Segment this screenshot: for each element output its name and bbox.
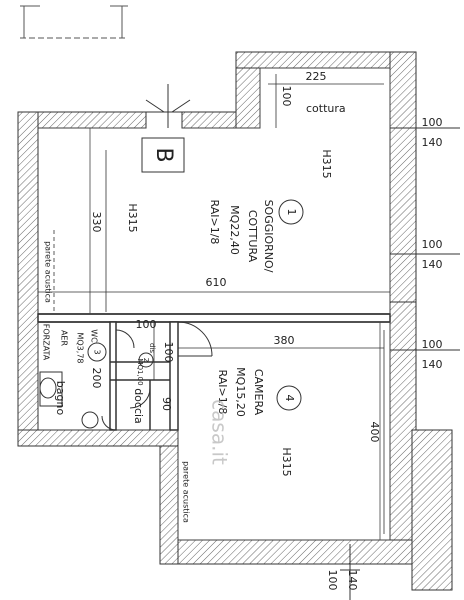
acoustic-wall-label-bottom: parete acustica	[182, 461, 191, 523]
dim-200: 200	[90, 368, 103, 389]
camera-area: MQ15,20	[234, 367, 247, 417]
bagno-area: MQ3,78	[76, 332, 85, 363]
soggiorno-area: MQ22,40	[228, 205, 241, 255]
camera-rai: RAI>1/8	[216, 370, 229, 415]
top-fragment	[20, 5, 128, 39]
cottura-label: cottura	[306, 102, 346, 115]
win3-bot: 140	[422, 358, 443, 371]
dim-330: 330	[90, 212, 103, 233]
door-swings	[101, 321, 213, 431]
room-2-circle	[138, 352, 154, 368]
room-1-number: 1	[285, 209, 298, 216]
watermark-logo: casa.it	[208, 399, 232, 465]
dim-225: 225	[306, 70, 327, 83]
soggiorno-rai: RAI>1/8	[208, 200, 221, 245]
bathroom-fixtures	[39, 371, 99, 429]
acoustic-wall-label-left: parete acustica	[44, 241, 53, 303]
win2-top: 100	[422, 238, 443, 251]
dim-90: 90	[160, 397, 173, 411]
room-4-circle	[276, 385, 302, 411]
soggiorno-name-line2: COTTURA	[246, 210, 259, 263]
doccia-label: doccia	[132, 388, 145, 424]
stair-letter: B	[151, 147, 176, 162]
dim-380: 380	[274, 334, 295, 347]
dis-area: MQ1,00	[136, 358, 144, 385]
room-3-circle	[87, 342, 107, 362]
win4-top: 100	[326, 570, 339, 591]
walls	[17, 51, 453, 591]
room-3-number: 3	[93, 349, 102, 354]
dim-100-mid: 100	[136, 318, 157, 331]
window-markers	[340, 118, 460, 600]
bagno-aer: AER	[60, 330, 69, 347]
entrance-arrow	[145, 84, 191, 128]
win1-top: 100	[422, 116, 443, 129]
dim-100-top: 100	[280, 86, 293, 107]
room-2-number: 2	[142, 358, 150, 362]
stair-symbol	[141, 137, 185, 173]
win3-top: 100	[422, 338, 443, 351]
camera-name: CAMERA	[252, 369, 265, 416]
dim-610: 610	[206, 276, 227, 289]
win4-bot: 140	[346, 570, 359, 591]
dis-label: dis	[148, 343, 156, 353]
win1-bot: 140	[422, 136, 443, 149]
bagno-forzata: FORZATA	[42, 324, 51, 361]
soggiorno-height: H315	[126, 203, 139, 232]
room-outlines	[38, 67, 391, 541]
acoustic-wall-lines	[53, 230, 179, 540]
dimension-lines	[38, 74, 390, 534]
win2-bot: 140	[422, 258, 443, 271]
soggiorno-name-line1: SOGGIORNO/	[262, 200, 275, 273]
dim-100-door: 100	[162, 342, 175, 363]
dim-400: 400	[368, 422, 381, 443]
room-1-circle	[278, 199, 304, 225]
bagno-wc: WC	[90, 329, 99, 343]
room-4-number: 4	[283, 395, 296, 402]
camera-height: H315	[280, 447, 293, 476]
bagno-name: bagno	[54, 381, 67, 416]
cottura-height: H315	[320, 149, 333, 178]
